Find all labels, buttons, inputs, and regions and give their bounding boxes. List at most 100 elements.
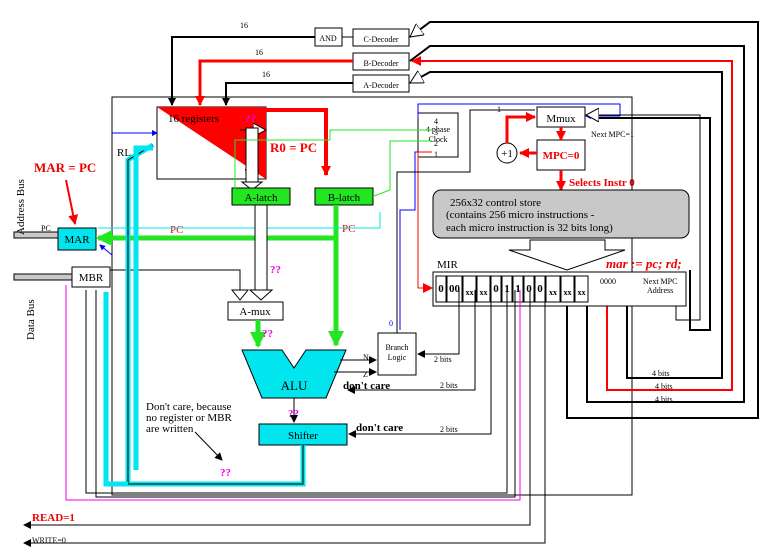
alatch-to-amux-shaft — [254, 204, 268, 292]
mir-field-value: xx — [549, 288, 557, 297]
mir-label: MIR — [437, 259, 458, 271]
mmux-label: Mmux — [546, 113, 576, 125]
mbr-ctrl-magenta — [65, 285, 521, 501]
mir-field-value: xx — [480, 288, 488, 297]
shifter-dont-care: don't care — [356, 422, 403, 434]
alu-func-line — [347, 290, 476, 394]
mar-pc-label: PC — [41, 224, 51, 233]
b-field-line-red — [411, 56, 733, 391]
next-addr-feedback — [596, 117, 711, 331]
mir-field-value: 0 — [537, 283, 543, 295]
branch-logic — [377, 332, 417, 376]
b-field-line — [409, 45, 745, 403]
clock-box — [417, 112, 459, 158]
mir-annotation: mar := pc; rd; — [606, 256, 682, 271]
c-bus-to-mbr — [103, 292, 128, 487]
reg-to-alatch-shaft — [245, 127, 259, 185]
mir-field-box — [462, 275, 477, 303]
write-signal — [23, 290, 546, 547]
reg-to-alatch-head — [240, 181, 264, 191]
mir-field-box — [435, 275, 447, 303]
mbr-register — [71, 266, 111, 288]
branch-logic-label-1: Branch — [385, 343, 408, 352]
selects-instr-label: Selects Instr 0 — [569, 177, 635, 189]
register-qq: ?? — [245, 113, 256, 125]
mar-eq-pc-label: MAR = PC — [34, 160, 96, 175]
mir-field-value: xx — [466, 288, 474, 297]
a-field-width: 4 bits — [652, 369, 670, 378]
mir-field-value: 1 — [515, 283, 521, 295]
c-field-width: 4 bits — [655, 395, 673, 404]
clock-phase-3: 3 — [434, 128, 438, 137]
data-bus-label: Data Bus — [25, 299, 37, 340]
mir-field-value: xx — [564, 288, 572, 297]
mir-field-box — [490, 275, 502, 303]
mar-eq-pc-arrow — [65, 179, 79, 225]
amux-qq: ?? — [270, 264, 281, 276]
shifter-note-3: are written — [146, 423, 194, 435]
r0-pc-label: R0 = PC — [270, 140, 317, 155]
next-addr-feedback-inner — [586, 115, 701, 321]
mar-strobe — [99, 244, 113, 256]
mir-field-value: 1 — [504, 283, 510, 295]
clock-zero-label: 0 — [389, 319, 393, 328]
shifter-note-1: Don't care, because — [146, 401, 231, 413]
mir-field-box — [446, 275, 463, 303]
a-latch-label: A-latch — [245, 192, 278, 204]
alu-z-label: Z — [363, 370, 368, 379]
mir-field-box — [523, 275, 535, 303]
branch-bits: 2 bits — [434, 355, 452, 364]
store-to-mir-arrow — [508, 239, 626, 271]
control-store-line3: each micro instruction is 32 bits long) — [446, 222, 613, 234]
a-decoder-output — [222, 82, 353, 106]
mir-field-box — [545, 275, 561, 303]
mir-field-value: 0 — [493, 283, 499, 295]
shifter-label: Shifter — [288, 430, 318, 442]
b-decoder-output — [195, 59, 353, 106]
a-field-line — [410, 72, 723, 379]
write-label: WRITE=0 — [32, 536, 66, 545]
register-rl-label: RL — [117, 147, 131, 159]
mir-field-box — [534, 275, 546, 303]
alu-func-bits: 2 bits — [440, 381, 458, 390]
alu-n-label: N — [363, 353, 369, 362]
mir-addr-field: 0000 — [600, 277, 616, 286]
alu — [241, 349, 347, 399]
amux-to-alu-qq: ?? — [262, 328, 273, 340]
b-latch — [314, 187, 374, 206]
mir-field-box — [476, 275, 491, 303]
read-label: READ=1 — [32, 512, 75, 524]
inc-to-mmux — [505, 112, 536, 143]
a-mux-label: A-mux — [239, 306, 271, 318]
mir-next-label-2: Address — [647, 286, 673, 295]
a-decoder-label: A-Decoder — [363, 81, 399, 90]
mir-field-box — [512, 275, 524, 303]
clock-phase-4: 4 — [434, 117, 438, 126]
clock-phase1-red — [417, 151, 433, 293]
clock-phase4-line — [417, 103, 621, 119]
control-store-line2: (contains 256 micro instructions - — [446, 209, 595, 221]
shifter-qq: ?? — [220, 467, 231, 479]
mir-field-box — [574, 275, 589, 303]
and-gate-label: AND — [319, 34, 337, 43]
clock-phase1-line — [399, 151, 432, 330]
clock-phase3-line — [234, 129, 432, 190]
mbr-to-amux — [110, 269, 241, 292]
branch-cond-line — [417, 290, 460, 358]
register-file-label: 16 registers — [168, 113, 219, 125]
mbr-to-amux-head — [230, 289, 250, 301]
branch-to-mmux — [396, 109, 535, 333]
clock-label-1: 4 phase — [426, 125, 451, 134]
a-bus-width: 16 — [262, 70, 270, 79]
pc-b-label: PC — [342, 223, 355, 235]
incrementer-label: +1 — [501, 148, 513, 160]
c-bus-to-reg — [133, 145, 153, 470]
branch-logic-label-2: Logic — [388, 353, 407, 362]
shifter-func-bits: 2 bits — [440, 425, 458, 434]
b-latch-label: B-latch — [328, 192, 361, 204]
c-decoder-output — [168, 36, 315, 106]
clock-label-2: Clock — [428, 135, 447, 144]
mir-field-value: xx — [578, 288, 586, 297]
